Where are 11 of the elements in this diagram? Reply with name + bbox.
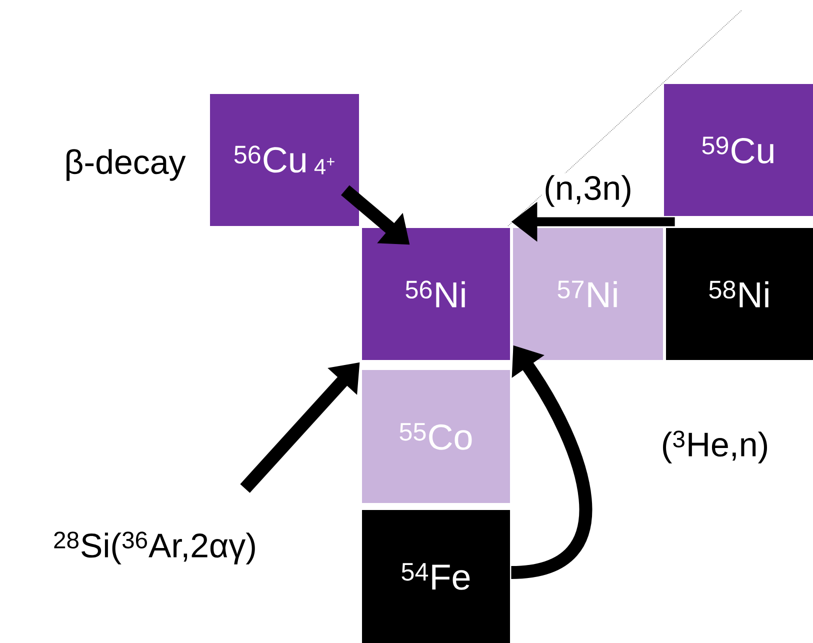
- edge-label: (n,3n): [542, 173, 634, 209]
- nuclide-box: $^{58}$Ni: [666, 228, 813, 360]
- nuclide-box: $^{56}$Ni: [362, 228, 510, 360]
- nuclide-box: $^{55}$Co: [362, 370, 510, 503]
- edge-label: ($^{3}$He,n): [658, 428, 772, 466]
- nuclide-box: $^{59}$Cu: [664, 84, 813, 216]
- decay-label: β-decay: [66, 149, 186, 181]
- reaction-label: $^{28}$Si($^{36}$Ar,2αγ): [54, 532, 255, 564]
- nuclide-box: $^{54}$Fe: [362, 510, 510, 643]
- nuclide-box: $^{56}$Cu 4$^{+}$: [210, 94, 359, 226]
- nuclide-box: $^{57}$Ni: [513, 228, 663, 360]
